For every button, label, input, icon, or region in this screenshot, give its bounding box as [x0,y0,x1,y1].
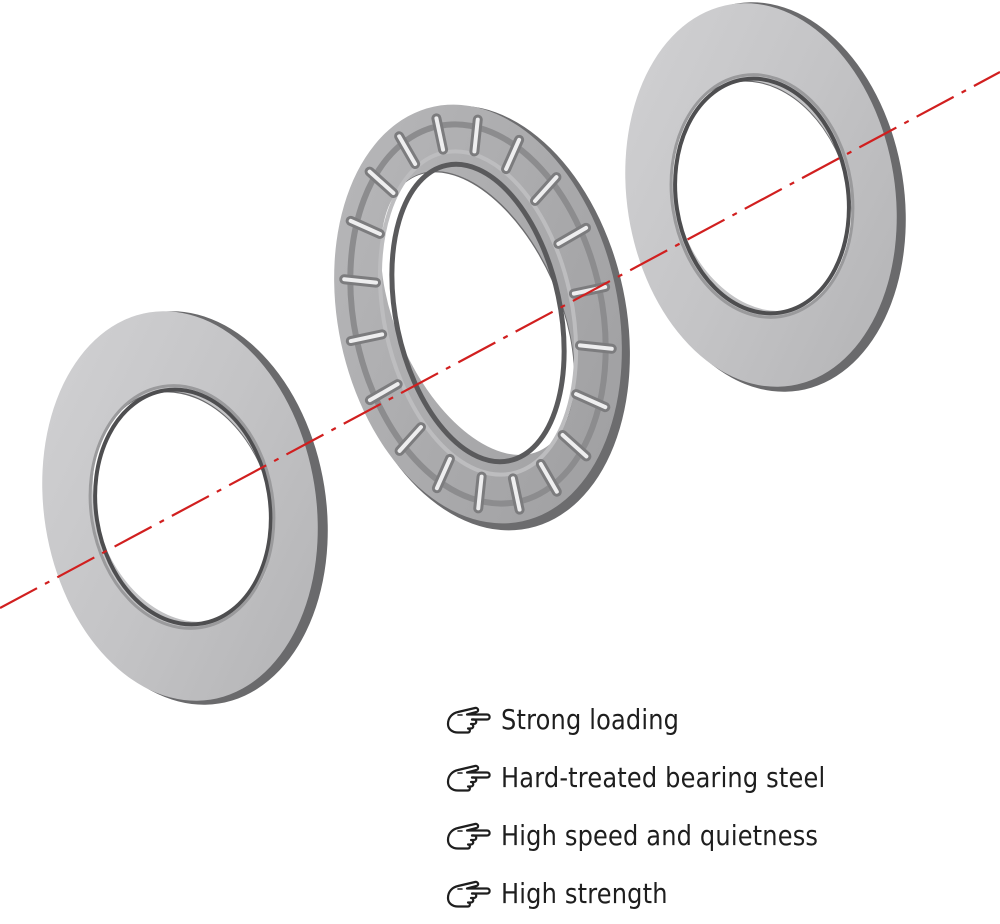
needle-roller [533,175,559,203]
needle-roller [434,116,446,152]
needle-roller [556,225,589,246]
needle-roller [397,425,423,453]
axis-line [0,71,1000,609]
feature-item: Hard-treated bearing steel [445,748,985,806]
feature-label: Strong loading [501,702,680,736]
feature-item: Strong loading [445,690,985,748]
feature-item: High speed and quietness [445,806,985,864]
needle-roller [510,476,522,512]
needle-roller [367,169,396,196]
needle-roller [472,117,480,154]
needle-roller [348,332,385,344]
needle-roller [367,382,400,403]
needle-roller [538,461,559,494]
needle-roller [348,218,382,236]
feature-label: Hard-treated bearing steel [501,760,826,794]
needle-roller [571,284,608,296]
pointing-hand-icon [445,702,493,736]
needle-roller [574,392,608,410]
pointing-hand-icon [445,760,493,794]
right-washer [625,2,906,392]
pointing-hand-icon [445,818,493,852]
feature-item: High strength [445,864,985,922]
needle-roller [577,343,614,351]
feature-label: High strength [501,876,668,910]
needle-roller [560,432,589,459]
feature-list: Strong loading Hard-treated bearing stee… [445,690,985,922]
needle-roller [476,474,484,511]
needle-roller [434,456,452,491]
needle-roller [504,137,522,172]
needle-roller [342,277,379,285]
feature-label: High speed and quietness [501,818,819,852]
pointing-hand-icon [445,876,493,910]
needle-roller-cage [334,104,630,531]
needle-roller [397,134,418,167]
needle-rollers [339,113,617,515]
